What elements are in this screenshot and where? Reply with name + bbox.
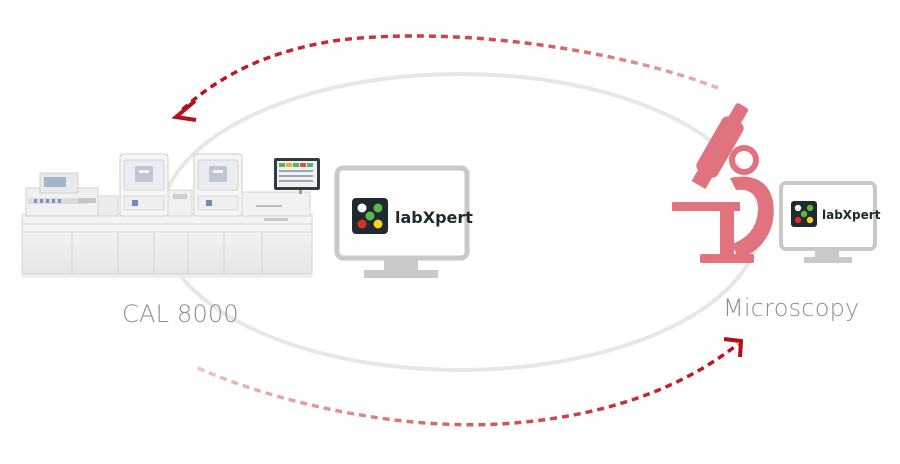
bottom-flow-arrow — [197, 342, 740, 427]
monitor-icon — [334, 165, 470, 278]
arrow-head-icon — [171, 99, 197, 122]
top-flow-arrow — [180, 34, 719, 112]
software-name: labXpert — [822, 208, 881, 222]
microscopy-label: Microscopy — [723, 294, 860, 322]
labxpert-logo-icon — [352, 198, 388, 234]
monitor-icon — [779, 181, 877, 263]
labxpert-logo-icon — [791, 201, 817, 227]
arrow-head-icon — [723, 337, 744, 358]
microscope-icon — [672, 103, 774, 263]
software-name: labXpert — [395, 208, 473, 227]
analyzer-line-image — [21, 153, 320, 278]
cal-8000-label: CAL 8000 — [122, 300, 239, 328]
